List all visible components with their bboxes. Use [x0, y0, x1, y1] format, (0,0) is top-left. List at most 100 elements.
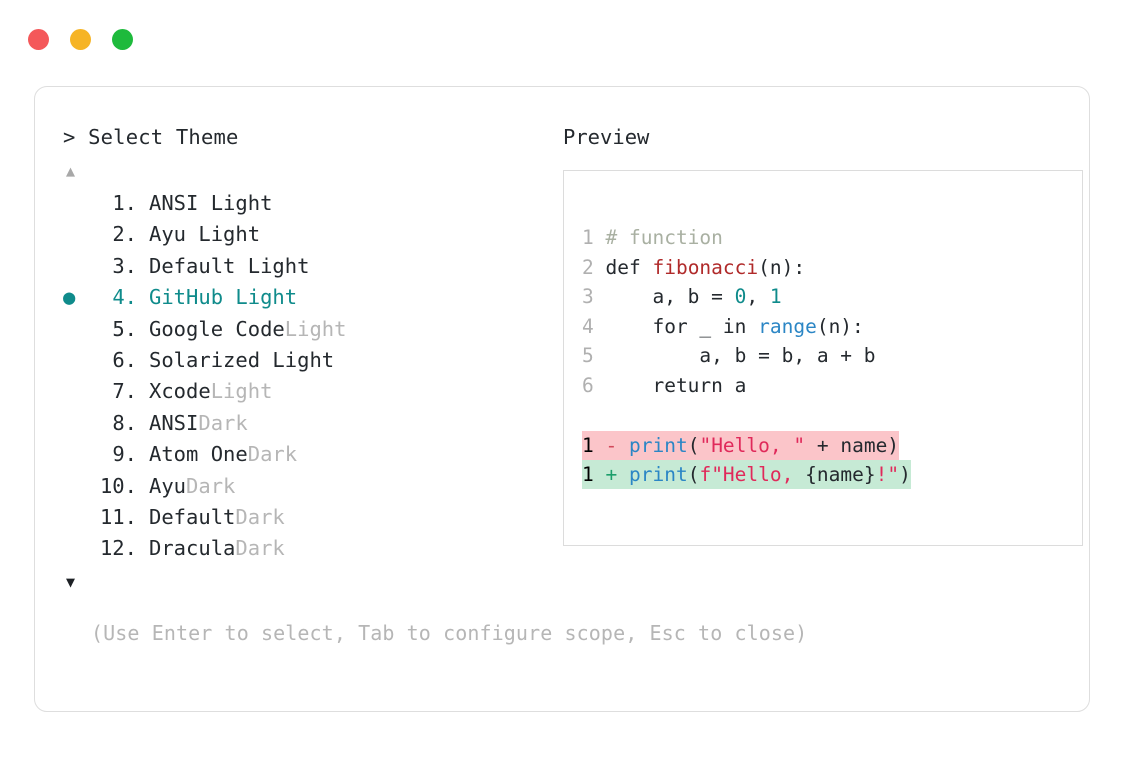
theme-list-item[interactable]: 3. Default Light: [63, 251, 563, 282]
theme-index: 12.: [99, 536, 137, 561]
line-number: 5: [582, 344, 594, 368]
diff-line-deleted: 1 - print("Hello, " + name): [582, 430, 1082, 461]
theme-index: 7.: [112, 379, 137, 404]
theme-index: 10.: [99, 473, 137, 498]
window-titlebar: [0, 0, 1129, 78]
theme-variant: Dark: [235, 504, 285, 529]
theme-index: 2.: [112, 222, 137, 247]
theme-list: 1. ANSI Light 2. Ayu Light 3. Default Li…: [63, 188, 563, 565]
page-title: > Select Theme: [63, 125, 239, 149]
theme-list-item[interactable]: 9. Atom One Dark: [63, 439, 563, 470]
theme-list-item-selected[interactable]: ● 4. GitHub Light: [63, 282, 563, 313]
line-number: 1: [582, 226, 594, 249]
theme-list-item[interactable]: 12. Dracula Dark: [63, 533, 563, 564]
code-token-keyword: def: [605, 255, 653, 279]
code-token-function: fibonacci: [652, 255, 759, 279]
theme-list-item[interactable]: 7. Xcode Light: [63, 376, 563, 407]
code-token-comment: # function: [605, 226, 723, 249]
theme-list-item[interactable]: 8. ANSI Dark: [63, 408, 563, 439]
theme-list-item[interactable]: 1. ANSI Light: [63, 188, 563, 219]
code-line: 5 a, b = b, a + b: [582, 341, 1082, 371]
code-preview-box: 1 # function 2 def fibonacci(n): 3 a, b …: [563, 170, 1083, 546]
theme-name: Xcode: [149, 379, 211, 404]
preview-title: Preview: [563, 125, 650, 149]
code-token-plain: (: [687, 433, 700, 457]
theme-variant: Dark: [247, 442, 298, 467]
theme-variant: Light: [284, 316, 347, 341]
theme-list-item[interactable]: 11. Default Dark: [63, 502, 563, 533]
theme-variant: Dark: [198, 410, 248, 435]
diff-line-added: 1 + print(f"Hello, {name}!"): [582, 460, 1082, 490]
theme-name: GitHub Light: [149, 285, 298, 310]
code-line: 3 a, b = 0, 1: [582, 282, 1082, 312]
scroll-up-arrow-icon[interactable]: ▲: [66, 162, 76, 180]
theme-name: ANSI Light: [149, 191, 273, 215]
selection-bullet-icon: ●: [63, 285, 76, 310]
theme-name: Google Code: [149, 316, 285, 341]
theme-index: 4.: [112, 285, 137, 310]
line-number: 4: [582, 314, 594, 338]
theme-index: 8.: [112, 410, 137, 435]
close-window-button[interactable]: [28, 28, 49, 50]
code-token-number: 0: [734, 285, 747, 309]
code-token-plain: (: [687, 463, 700, 487]
theme-index: 1.: [112, 191, 137, 215]
code-token-string: !": [875, 463, 900, 487]
line-number: 1: [582, 463, 594, 487]
code-token-plain: ,: [746, 285, 770, 309]
theme-index: 6.: [112, 347, 137, 372]
scroll-down-arrow-icon[interactable]: ▼: [66, 572, 76, 591]
code-token-plain: + name): [805, 433, 900, 457]
code-line: 1 # function: [582, 223, 1082, 253]
code-token-plain: (n):: [816, 314, 864, 338]
minimize-window-button[interactable]: [70, 28, 91, 50]
code-token-plain: a, b = b, a + b: [605, 344, 876, 368]
theme-index: 5.: [112, 316, 137, 341]
maximize-window-button[interactable]: [112, 28, 133, 50]
theme-name: Ayu: [149, 473, 187, 498]
code-token-plain: return a: [605, 373, 747, 397]
theme-index: 3.: [112, 253, 137, 278]
theme-list-item[interactable]: 5. Google Code Light: [63, 314, 563, 345]
line-number: 3: [582, 285, 594, 309]
code-token-plain: ): [899, 463, 911, 487]
code-token-builtin: print: [629, 433, 688, 457]
line-number: 1: [582, 433, 594, 457]
code-line: 4 for _ in range(n):: [582, 312, 1082, 342]
diff-marker: +: [605, 463, 618, 487]
line-number: 6: [582, 373, 594, 397]
code-token-plain: {name}: [805, 463, 876, 487]
code-line: 2 def fibonacci(n):: [582, 253, 1082, 283]
code-token-string: f"Hello,: [699, 463, 806, 487]
theme-variant: Dark: [235, 536, 285, 561]
theme-name: Default: [149, 504, 236, 529]
diff-marker: -: [605, 433, 618, 457]
line-number: 2: [582, 255, 594, 279]
theme-index: 11.: [99, 504, 137, 529]
code-token-number: 1: [769, 285, 782, 309]
theme-list-item[interactable]: 10. Ayu Dark: [63, 471, 563, 502]
theme-selection-panel: > Select Theme ▲ 1. ANSI Light 2. Ayu Li…: [63, 125, 563, 593]
code-token-plain: a, b =: [605, 285, 735, 309]
code-token-plain: for _ in: [605, 314, 759, 338]
theme-index: 9.: [112, 442, 137, 467]
preview-panel: Preview 1 # function 2 def fibonacci(n):…: [563, 125, 1083, 546]
theme-list-item[interactable]: 2. Ayu Light: [63, 219, 563, 250]
code-token-builtin: print: [629, 463, 688, 487]
theme-name: Solarized Light: [149, 347, 335, 372]
code-blank-line: [582, 401, 1082, 431]
theme-name: Default Light: [149, 253, 310, 278]
theme-list-item[interactable]: 6. Solarized Light: [63, 345, 563, 376]
theme-name: Ayu Light: [149, 222, 261, 247]
code-token-plain: (n):: [758, 255, 806, 279]
code-token-string: "Hello, ": [699, 433, 806, 457]
theme-name: Atom One: [149, 442, 248, 467]
keyboard-hint: (Use Enter to select, Tab to configure s…: [91, 621, 808, 645]
theme-picker-card: > Select Theme ▲ 1. ANSI Light 2. Ayu Li…: [34, 86, 1090, 712]
code-token-builtin: range: [758, 314, 817, 338]
code-line: 6 return a: [582, 371, 1082, 401]
theme-variant: Dark: [186, 473, 236, 498]
theme-name: ANSI: [149, 410, 199, 435]
theme-name: Dracula: [149, 536, 236, 561]
theme-variant: Light: [210, 379, 273, 404]
